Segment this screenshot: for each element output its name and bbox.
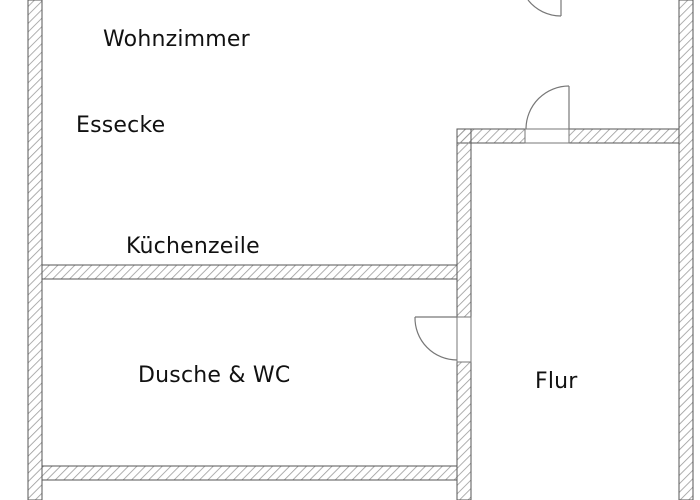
door-bath[interactable] (414, 316, 472, 363)
room-label-kuechenzeile: Küchenzeile (126, 234, 260, 259)
wall-bath-bottom (41, 465, 458, 481)
wall-living-bath (41, 264, 458, 280)
door-top[interactable] (527, 0, 562, 17)
room-label-essecke: Essecke (76, 113, 166, 138)
room-label-wohnzimmer: Wohnzimmer (103, 27, 250, 52)
room-label-flur: Flur (535, 369, 578, 394)
door-flur-top[interactable] (524, 85, 570, 144)
wall-right-outer (678, 0, 694, 500)
wall-flur-left (456, 128, 472, 500)
wall-flur-top (456, 128, 680, 144)
room-label-dusche-wc: Dusche & WC (138, 363, 291, 388)
wall-left-outer (27, 0, 43, 500)
